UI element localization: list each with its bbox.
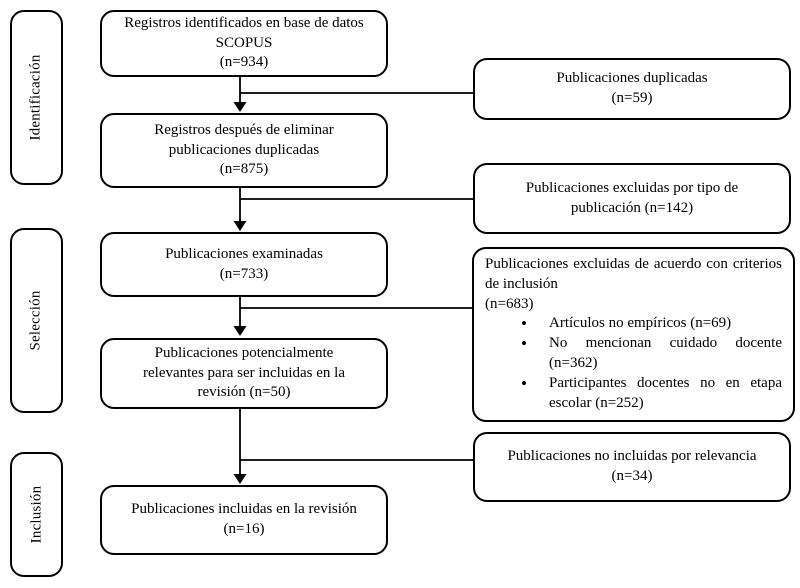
stage-box-seleccion: Selección	[10, 228, 63, 413]
flow-box-included-in-review-text: Publicaciones incluidas en la revisión (…	[131, 501, 357, 537]
flow-box-after-duplicates-removed-text: Registros después de eliminar publicacio…	[154, 121, 334, 178]
side-box-excluded-by-criteria-count: (n=683)	[485, 295, 534, 312]
exclusion-criteria-item: Participantes docentes no en etapa escol…	[485, 373, 782, 414]
flow-box-potentially-relevant: Publicaciones potencialmente relevantes …	[100, 338, 388, 409]
flow-box-publications-screened-text: Publicaciones examinadas (n=733)	[165, 245, 323, 282]
stage-label-seleccion: Selección	[28, 290, 45, 351]
flow-box-publications-screened: Publicaciones examinadas (n=733)	[100, 232, 388, 297]
stage-box-inclusion: Inclusión	[10, 452, 63, 577]
flow-box-included-in-review: Publicaciones incluidas en la revisión (…	[100, 485, 388, 555]
exclusion-criteria-list: Artículos no empíricos (n=69) No mencion…	[485, 313, 782, 414]
connector-dedup-to-screened	[233, 188, 473, 231]
side-box-excluded-by-type-text: Publicaciones excluidas por tipo de publ…	[525, 179, 739, 216]
side-box-excluded-by-criteria-header: Publicaciones excluidas de acuerdo con c…	[485, 256, 782, 292]
stage-label-identificacion: Identificación	[28, 54, 44, 141]
side-box-excluded-by-type: Publicaciones excluidas por tipo de publ…	[473, 163, 791, 234]
side-box-duplicates-text: Publicaciones duplicadas (n=59)	[556, 70, 708, 106]
flow-box-after-duplicates-removed: Registros después de eliminar publicacio…	[100, 113, 388, 188]
side-box-excluded-by-criteria: Publicaciones excluidas de acuerdo con c…	[472, 247, 795, 422]
flow-box-records-identified-text: Registros identificados en base de datos…	[124, 14, 364, 71]
exclusion-criteria-item: No mencionan cuidado docente (n=362)	[485, 333, 782, 374]
connector-relevant-to-included	[233, 409, 473, 484]
flow-box-potentially-relevant-text: Publicaciones potencialmente relevantes …	[143, 344, 345, 401]
side-box-duplicates: Publicaciones duplicadas (n=59)	[473, 58, 791, 120]
exclusion-criteria-item: Artículos no empíricos (n=69)	[485, 313, 782, 335]
stage-box-identificacion: Identificación	[10, 10, 63, 185]
connector-identification-to-dedup	[233, 77, 473, 112]
flow-box-records-identified: Registros identificados en base de datos…	[100, 10, 388, 77]
side-box-not-included-relevance: Publicaciones no incluidas por relevanci…	[473, 432, 791, 502]
connector-screened-to-relevant	[233, 297, 472, 336]
side-box-not-included-relevance-text: Publicaciones no incluidas por relevanci…	[507, 448, 757, 484]
stage-label-inclusion: Inclusión	[28, 485, 45, 544]
